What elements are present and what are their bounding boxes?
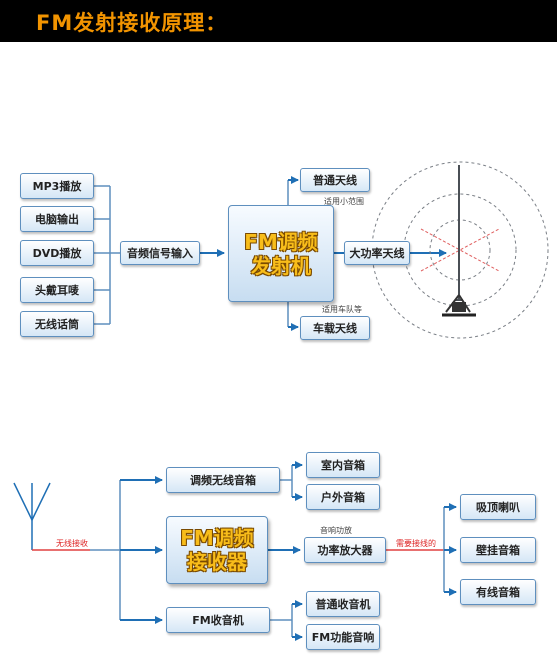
wiring-note: 需要接线的	[396, 539, 436, 548]
wall-speaker-box: 壁挂音箱	[460, 537, 536, 563]
receiver-antenna-icon	[13, 482, 51, 550]
fm-wireless-speaker-box: 调频无线音箱	[166, 467, 280, 493]
source-pc: 电脑输出	[20, 206, 94, 232]
vehicle-antenna-note: 适用车队等	[322, 305, 362, 314]
page-title: FM发射接收原理：	[36, 11, 228, 35]
fm-receiver-line1: FM调频	[180, 526, 254, 550]
fm-radio-box: FM收音机	[166, 607, 270, 633]
source-headset-mic: 头戴耳唛	[20, 277, 94, 303]
outdoor-speaker-box: 户外音箱	[306, 484, 380, 510]
normal-antenna-note: 适用小范围	[324, 197, 364, 206]
header-banner: FM发射接收原理：	[0, 0, 557, 42]
audio-input-box: 音频信号输入	[120, 241, 200, 265]
source-dvd: DVD播放	[20, 240, 94, 266]
amp-note: 音响功放	[320, 526, 352, 535]
source-wireless-mic: 无线话筒	[20, 311, 94, 337]
normal-radio-box: 普通收音机	[306, 591, 380, 617]
normal-antenna-box: 普通天线	[300, 168, 370, 192]
fm-audio-box: FM功能音响	[306, 624, 380, 650]
fm-transmitter-line2: 发射机	[251, 253, 311, 278]
fm-receiver-line2: 接收器	[187, 550, 247, 574]
source-mp3: MP3播放	[20, 173, 94, 199]
indoor-speaker-box: 室内音箱	[306, 452, 380, 478]
ceiling-speaker-box: 吸顶喇叭	[460, 494, 536, 520]
high-power-antenna-box: 大功率天线	[344, 241, 410, 265]
wired-speaker-box: 有线音箱	[460, 579, 536, 605]
power-amplifier-box: 功率放大器	[304, 537, 386, 563]
wireless-receive-label: 无线接收	[56, 539, 88, 548]
fm-receiver-box: FM调频 接收器	[166, 516, 268, 584]
fm-transmitter-box: FM调频 发射机	[228, 205, 334, 302]
vehicle-antenna-box: 车载天线	[300, 316, 370, 340]
fm-transmitter-line1: FM调频	[244, 229, 318, 254]
